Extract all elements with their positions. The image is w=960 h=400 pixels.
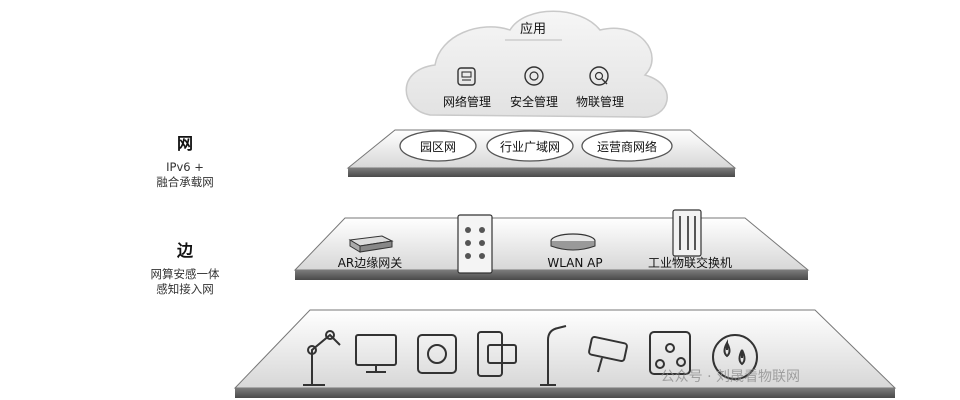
- end-layer-plate: [233, 309, 897, 398]
- ar-gateway-icon: [348, 235, 394, 253]
- net-layer-title: 网: [176, 134, 193, 153]
- cloud-title: 应用: [520, 21, 546, 37]
- network-bubble-carrier: 运营商网络: [581, 130, 673, 162]
- net-layer-subtitle-line: 融合承载网: [156, 175, 214, 189]
- net-layer-subtitle-line: IPv6 +: [166, 160, 204, 174]
- svg-text:运营商网络: 运营商网络: [597, 139, 657, 154]
- edge-device-label: 工业物联交换机: [648, 255, 732, 270]
- camera-icon: [588, 336, 628, 373]
- cloud-item-label: 物联管理: [576, 94, 624, 109]
- edge-layer-caption: 边 网算安感一体 感知接入网: [115, 237, 255, 297]
- mobile-card-icon: [477, 331, 517, 377]
- watermark: 公众号 · 刘晟看物联网: [661, 369, 800, 385]
- application-cloud: [405, 10, 668, 118]
- panel-device-icon: [457, 214, 493, 274]
- water-drop-sensor-icon: [712, 334, 758, 380]
- gear-chip-icon: [417, 334, 457, 374]
- industrial-switch-icon: [672, 209, 702, 257]
- wlan-ap-icon: [550, 233, 596, 251]
- monitor-icon: [355, 334, 397, 373]
- edge-device-label: AR边缘网关: [338, 256, 403, 270]
- network-bubble-campus: 园区网: [399, 130, 477, 162]
- cloud-item-label: 网络管理: [443, 94, 491, 109]
- edge-layer-title: 边: [176, 241, 193, 260]
- street-light-icon: [540, 325, 567, 386]
- svg-text:行业广域网: 行业广域网: [500, 140, 560, 154]
- net-layer-caption: 网 IPv6 + 融合承载网: [115, 130, 255, 190]
- cloud-item-label: 安全管理: [510, 94, 558, 109]
- svg-text:园区网: 园区网: [420, 140, 456, 154]
- network-management-icon: [457, 67, 476, 86]
- iot-management-icon: [589, 66, 609, 86]
- edge-layer-subtitle-line: 网算安感一体: [150, 267, 220, 281]
- edge-device-label: WLAN AP: [547, 256, 602, 270]
- robot-arm-icon: [303, 330, 341, 386]
- edge-layer-subtitle-line: 感知接入网: [156, 282, 214, 296]
- sensor-node-icon: [649, 331, 691, 375]
- network-bubble-wan: 行业广域网: [486, 130, 574, 162]
- security-management-icon: [524, 66, 544, 86]
